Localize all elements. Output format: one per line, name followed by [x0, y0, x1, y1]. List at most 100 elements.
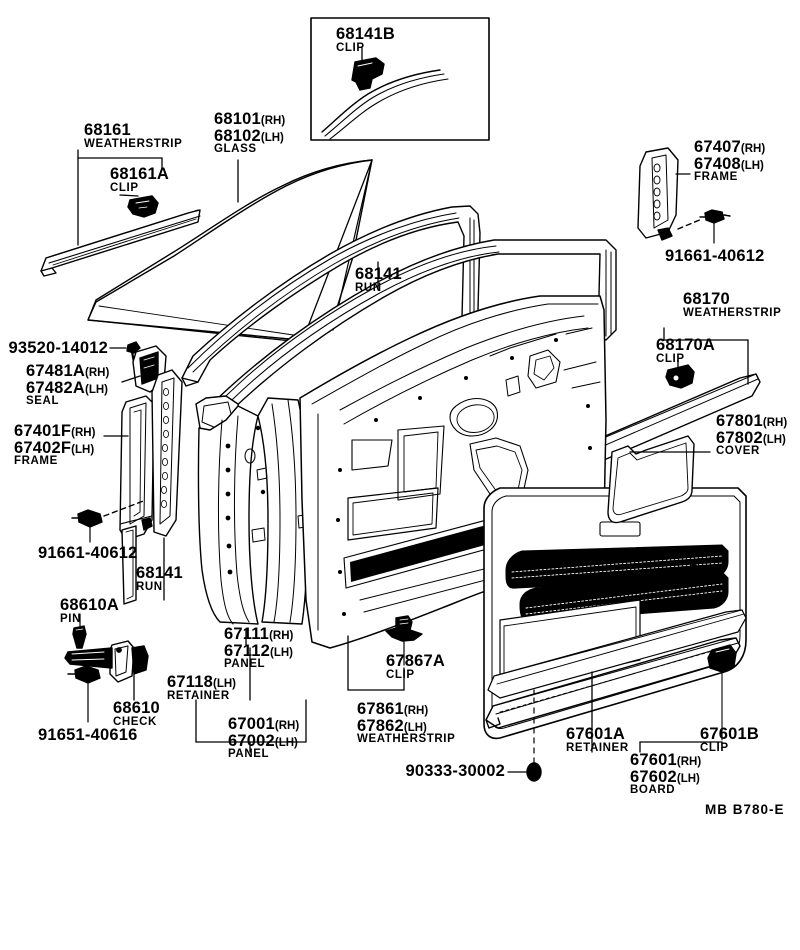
part-91661-40612-bolt-upper — [677, 209, 731, 244]
label-68161: 68161 WEATHERSTRIP — [84, 122, 182, 150]
part-suffix: (LH) — [676, 772, 700, 785]
part-desc: PANEL — [228, 748, 270, 760]
part-number: 67111 — [224, 625, 270, 643]
part-desc: CLIP — [386, 668, 415, 681]
part-number: 67402F — [14, 438, 72, 457]
part-number: 68161 — [84, 121, 131, 139]
label-67481A-67482A: 67481A(RH) 67482A(LH) SEAL — [26, 363, 109, 408]
label-68610A: 68610A PIN — [60, 597, 119, 625]
label-90333-30002: 90333-30002 — [392, 763, 505, 780]
part-number: 91661-40612 — [665, 247, 765, 265]
part-desc: WEATHERSTRIP — [683, 306, 782, 319]
part-number: 67862 — [357, 716, 404, 735]
part-suffix: (LH) — [85, 383, 108, 396]
part-number: 68102 — [214, 126, 261, 145]
part-desc: CLIP — [700, 741, 729, 754]
part-67861-weatherstrip — [485, 637, 741, 729]
label-93520-14012: 93520-14012 — [0, 340, 108, 357]
label-67407-67408: 67407(RH) 67408(LH) FRAME — [694, 139, 765, 184]
part-68161-weatherstrip — [40, 209, 201, 277]
part-suffix: (RH) — [403, 705, 429, 717]
part-number: 67401F — [14, 422, 72, 440]
part-90333-30002-grommet — [507, 689, 542, 782]
part-desc: WEATHERSTRIP — [84, 137, 183, 150]
part-67111-outer-panel — [195, 395, 312, 625]
part-suffix: (LH) — [269, 646, 293, 659]
part-number: 68161A — [110, 165, 169, 183]
part-suffix: (LH) — [762, 433, 786, 446]
part-number: 67407 — [694, 138, 741, 156]
part-suffix: (RH) — [269, 630, 294, 642]
label-68170A: 68170A CLIP — [656, 337, 715, 365]
label-91661-40612-upper: 91661-40612 — [665, 248, 764, 265]
part-67801-cover — [607, 435, 695, 524]
part-desc: RUN — [355, 281, 382, 294]
part-number: 67602 — [630, 767, 677, 786]
part-number: 67601A — [566, 725, 625, 743]
label-68161A: 68161A CLIP — [110, 166, 169, 194]
part-number: 67867A — [386, 652, 445, 670]
part-number: 68170A — [656, 336, 715, 354]
label-91651-40616: 91651-40616 — [38, 727, 137, 744]
part-number: 67601 — [630, 751, 677, 769]
part-68610A-pin — [72, 613, 87, 649]
part-91661-40612-bolt-left — [71, 499, 147, 543]
label-67861-67862: 67861(RH) 67862(LH) WEATHERSTRIP — [357, 701, 455, 746]
label-91661-40612-left: 91661-40612 — [38, 545, 137, 562]
part-67867A-clip — [385, 615, 423, 666]
part-68170A-clip — [665, 364, 695, 389]
leader-lines — [77, 149, 749, 753]
diagram-code: MB B780-E — [705, 802, 785, 817]
label-67001-67002: 67001(RH) 67002(LH) PANEL — [228, 716, 299, 761]
part-desc: COVER — [716, 445, 760, 457]
part-suffix: (LH) — [403, 721, 427, 734]
part-suffix: (RH) — [260, 115, 286, 127]
part-number: 67002 — [228, 731, 275, 750]
label-68141B-inset: 68141B CLIP — [336, 26, 395, 54]
label-68610: 68610 CHECK — [113, 700, 160, 728]
part-91651-40616-bolt — [67, 665, 101, 723]
inset-detail-box — [310, 17, 490, 141]
part-suffix: (LH) — [260, 131, 284, 144]
part-desc: PIN — [60, 612, 81, 625]
part-68161A-clip — [127, 195, 159, 218]
part-desc: CLIP — [656, 352, 685, 365]
part-desc: CLIP — [110, 181, 139, 194]
label-67118: 67118(LH) RETAINER — [167, 674, 236, 702]
part-desc: RETAINER — [167, 689, 230, 702]
part-number: 67112 — [224, 641, 270, 660]
part-desc: PANEL — [224, 658, 266, 670]
part-suffix: (RH) — [762, 417, 788, 429]
part-67601A-retainer — [487, 609, 747, 699]
part-suffix: (LH) — [740, 159, 764, 172]
label-67801-67802: 67801(RH) 67802(LH) COVER — [716, 413, 787, 458]
label-68141-run-left: 68141 RUN — [136, 565, 183, 593]
part-67407-frame — [637, 147, 679, 241]
part-number: 90333-30002 — [405, 762, 505, 780]
part-desc: BOARD — [630, 784, 676, 796]
part-suffix: (RH) — [85, 367, 110, 379]
part-67601B-clip — [707, 644, 737, 741]
part-desc: RETAINER — [566, 741, 629, 754]
part-number: 67802 — [716, 428, 763, 447]
part-number: 67801 — [716, 412, 763, 430]
label-67401F-67402F: 67401F(RH) 67402F(LH) FRAME — [14, 423, 95, 468]
part-desc: WEATHERSTRIP — [357, 733, 456, 745]
part-number: 67408 — [694, 154, 741, 173]
label-67601-67602: 67601(RH) 67602(LH) BOARD — [630, 752, 701, 797]
part-number: 68141 — [355, 265, 402, 283]
part-number: 67601B — [700, 725, 759, 743]
part-number: 93520-14012 — [8, 339, 108, 357]
part-desc: CLIP — [336, 41, 365, 54]
part-suffix: (LH) — [274, 736, 298, 749]
part-68141-run-left — [151, 369, 183, 537]
part-desc: FRAME — [14, 455, 58, 467]
part-suffix: (LH) — [71, 443, 95, 456]
part-68610-check — [64, 640, 149, 683]
label-67601B: 67601B CLIP — [700, 726, 759, 754]
part-number: 68141 — [136, 564, 183, 582]
label-68101-68102: 68101(RH) 68102(LH) GLASS — [214, 111, 285, 156]
part-number: 67481A — [26, 362, 85, 380]
part-number: 91661-40612 — [38, 544, 138, 562]
